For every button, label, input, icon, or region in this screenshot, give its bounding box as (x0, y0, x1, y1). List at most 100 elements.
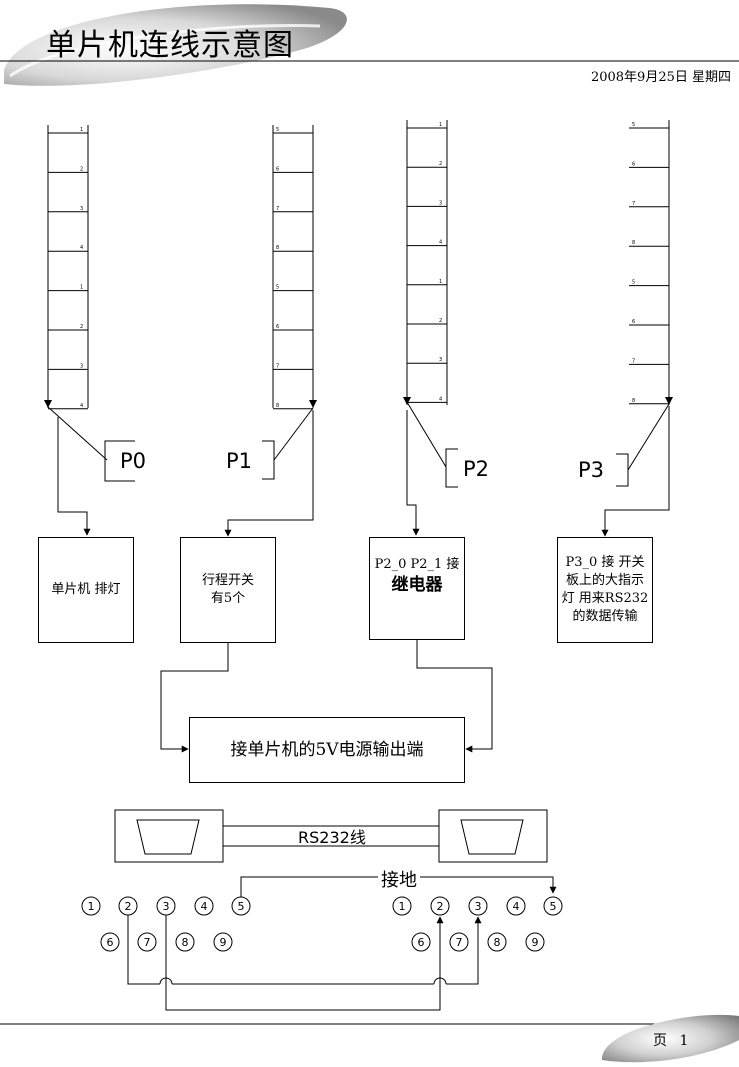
pin-number-p3: 7 (632, 358, 635, 364)
right-pin-bottom (411, 932, 431, 952)
pin-bus-arrow-p1 (309, 400, 317, 408)
pin-bus-arrow-p2 (403, 397, 411, 405)
p1-to-box-wire (224, 410, 314, 537)
right-pin-bottom-label: 7 (456, 936, 463, 949)
pin-number-p2: 3 (439, 200, 442, 206)
left-pin-bottom (213, 932, 233, 952)
left-pin-top-label: 2 (125, 900, 132, 913)
pin-number-p1: 8 (276, 403, 279, 409)
right-pin-top (430, 896, 450, 916)
p0-bracket (104, 440, 135, 482)
pin-number-p3: 6 (632, 161, 635, 167)
box-power-output: 接单片机的5V电源输出端 (189, 717, 465, 783)
right-pin-bottom-label: 6 (418, 936, 425, 949)
pin-number-p1: 7 (276, 206, 279, 212)
p2-bracket-wire (406, 401, 447, 468)
box-p2-relay: P2_0 P2_1 接 继电器 (369, 537, 465, 640)
pin-number-p2: 4 (439, 240, 442, 246)
pin-number-p0: 4 (80, 245, 83, 251)
pin-number-p3: 6 (632, 319, 635, 325)
db9-right-shell (460, 819, 524, 855)
right-pin-bottom-label: 8 (494, 936, 501, 949)
left-pin-bottom (137, 932, 157, 952)
pin-number-p0: 1 (80, 127, 83, 133)
p1-box-to-power-wire (160, 643, 229, 753)
right-pin-top (543, 896, 563, 916)
pin-number-p0: 2 (80, 166, 83, 172)
left-pin-top-label: 1 (88, 900, 95, 913)
p2-to-box-wire (406, 410, 420, 536)
right-pin-bottom (525, 932, 545, 952)
p3-to-box-wire (601, 406, 670, 537)
left-pin-bottom (100, 932, 120, 952)
pin-number-p3: 5 (632, 280, 635, 286)
left-pin-top (194, 896, 214, 916)
box-p1-line1: 行程开关 (201, 573, 254, 588)
right-pin-top-label: 2 (437, 900, 444, 913)
box-p2-line2: 继电器 (391, 574, 443, 595)
right-pin-top (392, 896, 412, 916)
p2-box-to-power-wire (416, 640, 493, 753)
box-p3-line2: 板上的大指示 (565, 573, 644, 588)
left-pin-top (81, 896, 101, 916)
page-number: 页 1 (653, 1033, 693, 1049)
pin-number-p1: 6 (276, 166, 279, 172)
pin-number-p3: 7 (632, 201, 635, 207)
left-pin-bottom (175, 932, 195, 952)
pin-number-p2: 1 (439, 122, 442, 128)
p2-bracket (445, 448, 458, 488)
left-pin-top-label: 4 (201, 900, 208, 913)
wire-left2-a (127, 915, 160, 985)
header-swoosh (0, 4, 739, 86)
pin-number-p0: 2 (80, 324, 83, 330)
right-pin-top-label: 3 (475, 900, 482, 913)
p0-to-box-wire (57, 417, 91, 536)
pin-bus-arrow-p0 (44, 400, 52, 408)
pin-number-p0: 3 (80, 363, 83, 369)
pin-number-p1: 5 (276, 127, 279, 133)
port-label-p2: P2 (463, 457, 490, 481)
pin-number-p2: 3 (439, 357, 442, 363)
right-pin-bottom (449, 932, 469, 952)
left-pin-top-label: 3 (163, 900, 170, 913)
port-label-p0: P0 (120, 449, 147, 473)
port-label-p1: P1 (226, 449, 253, 473)
rs232-cable-label: RS232线 (298, 828, 366, 847)
right-pin-top (506, 896, 526, 916)
pin-number-p3: 5 (632, 122, 635, 128)
right-pin-top-label: 5 (550, 900, 557, 913)
left-pin-bottom-label: 9 (220, 936, 227, 949)
right-pin-bottom (487, 932, 507, 952)
pin-number-p0: 1 (80, 285, 83, 291)
box-p3-indicator: P3_0 接 开关 板上的大指示 灯 用来RS232 的数据传输 (557, 537, 653, 643)
box-p3-line1: P3_0 接 开关 (565, 555, 645, 570)
left-pin-bottom-label: 6 (107, 936, 114, 949)
box-p1-line2: 有5个 (210, 591, 246, 606)
wire-left3-to-right2 (165, 915, 444, 1011)
box-p0-text: 单片机 排灯 (51, 582, 121, 597)
ground-label: 接地 (378, 866, 420, 892)
p3-bracket-wire (627, 403, 670, 471)
box-p3-line4: 的数据传输 (572, 609, 638, 624)
right-pin-top-label: 4 (513, 900, 520, 913)
pin-bus-arrow-p3 (665, 397, 673, 405)
left-pin-bottom-label: 8 (182, 936, 189, 949)
pin-number-p3: 8 (632, 398, 635, 404)
page-date: 2008年9月25日 星期四 (590, 70, 731, 85)
pin-number-p2: 2 (439, 318, 442, 324)
footer-swoosh (0, 1014, 739, 1063)
box-p3-line3: 灯 用来RS232 (561, 591, 649, 606)
box-p2-line1: P2_0 P2_1 接 (374, 556, 460, 572)
pin-number-p2: 1 (439, 279, 442, 285)
pin-number-p0: 3 (80, 206, 83, 212)
p3-bracket (616, 453, 629, 487)
pin-number-p1: 5 (276, 285, 279, 291)
box-power-text: 接单片机的5V电源输出端 (230, 740, 424, 760)
p0-bracket-wire (47, 406, 108, 461)
pin-number-p1: 7 (276, 363, 279, 369)
box-p1-switch: 行程开关 有5个 (180, 537, 276, 643)
left-pin-bottom-label: 7 (144, 936, 151, 949)
port-label-p3: P3 (578, 458, 605, 482)
box-p0-led: 单片机 排灯 (38, 537, 134, 643)
